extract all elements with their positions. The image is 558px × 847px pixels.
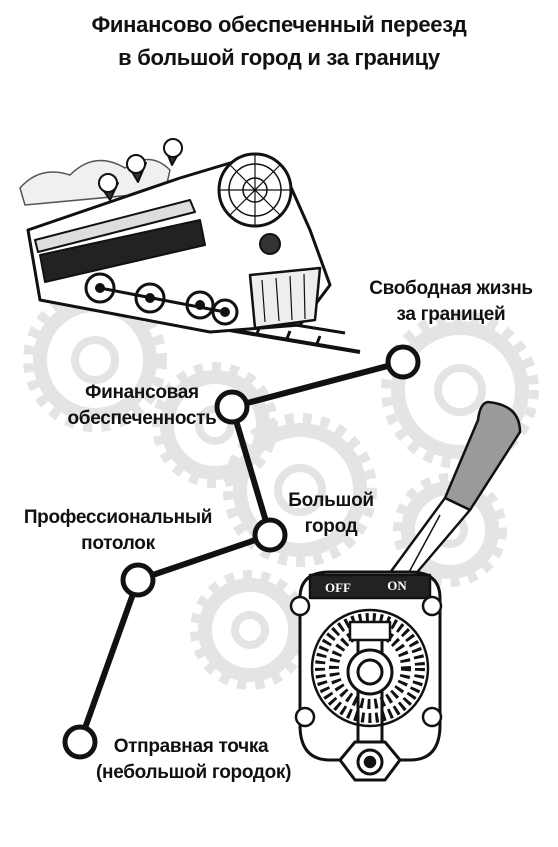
step-label-big-city: Большой город — [286, 488, 376, 540]
step-node-start — [62, 724, 98, 760]
title-line-2: в большой город и за границу — [118, 45, 440, 70]
step-node-ceiling — [120, 562, 156, 598]
gear-icon — [233, 423, 367, 557]
step-label-line: Финансовая — [85, 382, 199, 403]
step-label-line: город — [304, 516, 358, 537]
step-label-abroad: Свободная жизнь за границей — [366, 276, 536, 328]
step-label-line: Профессиональный — [23, 507, 213, 528]
step-label-line: за границей — [396, 304, 506, 325]
step-label-line: Большой — [288, 490, 374, 511]
gears-background — [33, 298, 529, 682]
step-label-line: (небольшой городок) — [96, 762, 292, 783]
gear-icon — [198, 578, 302, 682]
step-label-start: Отправная точка (небольшой городок) — [96, 734, 292, 786]
step-label-line: Отправная точка — [113, 736, 269, 757]
step-label-line: Свободная жизнь — [369, 278, 533, 299]
title-line-1: Финансово обеспеченный переезд — [91, 12, 467, 37]
step-label-financial: Финансовая обеспеченность — [62, 380, 222, 432]
step-label-ceiling: Профессиональный потолок — [18, 505, 218, 557]
step-label-line: потолок — [81, 533, 155, 554]
diagram-title: Финансово обеспеченный переезд в большой… — [0, 8, 558, 74]
switch-off-label: OFF — [325, 580, 351, 595]
step-label-line: обеспеченность — [67, 408, 217, 429]
step-node-abroad — [385, 344, 421, 380]
switch-on-label: ON — [387, 578, 407, 593]
gear-icon — [391, 321, 529, 459]
step-node-big-city — [252, 517, 288, 553]
locomotive-icon — [19, 138, 361, 354]
toggle-switch-icon — [289, 400, 522, 782]
step-node-financial — [214, 389, 250, 425]
